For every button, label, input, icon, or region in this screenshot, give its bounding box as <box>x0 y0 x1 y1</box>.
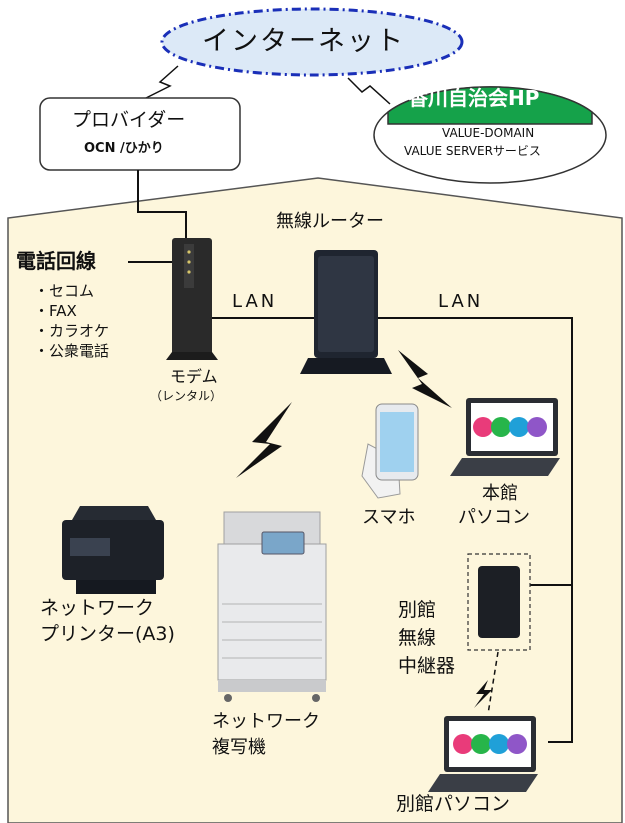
bekkan-pc-label: 別館パソコン <box>396 793 511 815</box>
honkan-laptop-device <box>450 398 560 476</box>
printer-device <box>62 506 164 594</box>
phone-item-payphone: ・公衆電話 <box>34 342 110 360</box>
homepage-title: 香川自治会HP <box>408 86 540 110</box>
internet-cloud <box>160 7 464 77</box>
repeater-device <box>467 553 531 651</box>
lan-label-right: LAN <box>438 291 484 312</box>
phone-line-title: 電話回線 <box>16 249 96 273</box>
homepage-green-cap <box>387 86 593 125</box>
lan-router-trunk <box>378 317 573 743</box>
provider-subtitle: OCN /ひかり <box>84 141 164 156</box>
provider-box <box>39 97 241 171</box>
router-label: 無線ルーター <box>276 211 384 232</box>
modem-device <box>166 238 218 360</box>
bekkan-laptop-device <box>428 716 538 792</box>
provider-title: プロバイダー <box>72 109 186 131</box>
phone-item-secom: ・セコム <box>34 282 95 300</box>
honkan-pc-line2: パソコン <box>458 507 530 528</box>
printer-label-line1: ネットワーク <box>40 597 155 619</box>
repeater-wireless-bolt <box>474 680 492 708</box>
phone-item-karaoke: ・カラオケ <box>34 322 110 340</box>
copier-label-line1: ネットワーク <box>212 711 320 732</box>
copier-device <box>217 511 327 702</box>
internet-label: インターネット <box>202 26 405 57</box>
printer-label-line2: プリンター(A3) <box>40 623 175 645</box>
homepage-line1: VALUE-DOMAIN <box>442 126 535 140</box>
modem-label: モデム <box>170 367 218 386</box>
homepage-line2: VALUE SERVERサービス <box>404 144 541 158</box>
wireless-copier-bolt <box>236 402 292 478</box>
house-outline <box>7 177 623 823</box>
repeater-wireless-dash <box>487 651 499 715</box>
wireless-router-pc-bolt <box>398 350 452 408</box>
copier-label-line2: 複写機 <box>212 737 266 758</box>
honkan-pc-line1: 本館 <box>482 483 518 504</box>
phone-item-fax: ・FAX <box>34 302 77 320</box>
router-device <box>300 250 392 374</box>
smartphone-device <box>361 403 419 499</box>
internet-hp-link <box>347 77 391 105</box>
modem-sublabel: （レンタル） <box>150 389 223 403</box>
internet-provider-link <box>141 65 179 101</box>
provider-modem-wire <box>137 170 187 238</box>
lan-label-left: LAN <box>232 291 278 312</box>
repeater-label-line1: 別館 <box>398 599 437 621</box>
smartphone-label: スマホ <box>362 507 416 528</box>
repeater-label-line2: 無線 <box>398 627 437 649</box>
repeater-label-line3: 中継器 <box>398 655 456 677</box>
